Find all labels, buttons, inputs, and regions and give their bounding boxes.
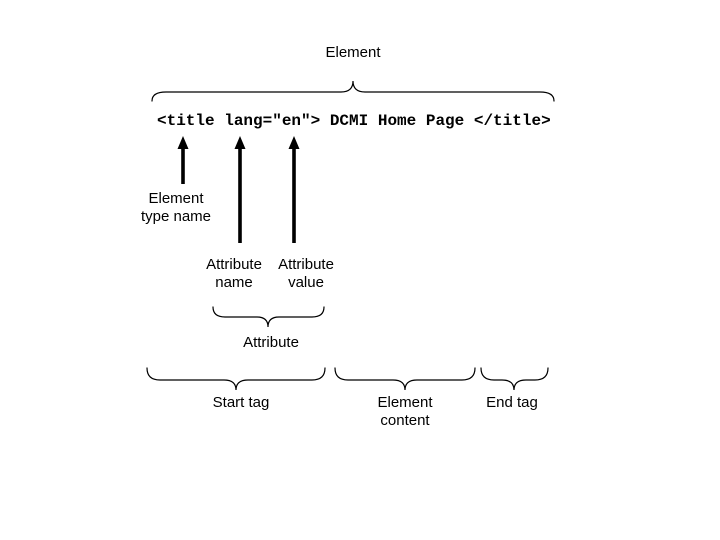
diagram-title: Element <box>325 44 381 61</box>
attribute-value-label-line1: Attribute <box>278 256 334 273</box>
start-tag-brace <box>146 367 326 391</box>
element-content-label: Element content <box>377 394 432 430</box>
code-sample: <title lang="en"> DCMI Home Page </title… <box>157 112 551 130</box>
element-type-name-label-line2: type name <box>140 208 212 225</box>
element-content-label-line1: Element <box>377 394 433 411</box>
element-content-label-line2: content <box>380 412 430 429</box>
end-tag-label: End tag <box>486 394 538 411</box>
attribute-name-label-line2: name <box>215 274 253 291</box>
attribute-brace <box>212 306 325 328</box>
element-type-name-label: Element type name <box>141 190 211 226</box>
attribute-name-arrow <box>234 136 246 243</box>
element-type-name-label-line1: Element <box>148 190 204 207</box>
attribute-name-label: Attribute name <box>206 256 262 292</box>
start-tag-label: Start tag <box>212 394 270 411</box>
attribute-value-label-line2: value <box>288 274 324 291</box>
attribute-value-label: Attribute value <box>278 256 334 292</box>
attribute-name-label-line1: Attribute <box>206 256 262 273</box>
element-content-brace <box>334 367 476 391</box>
element-brace <box>151 80 555 102</box>
end-tag-brace <box>480 367 549 391</box>
element-type-arrow <box>177 136 189 184</box>
attribute-label: Attribute <box>243 334 299 351</box>
attribute-value-arrow <box>288 136 300 243</box>
